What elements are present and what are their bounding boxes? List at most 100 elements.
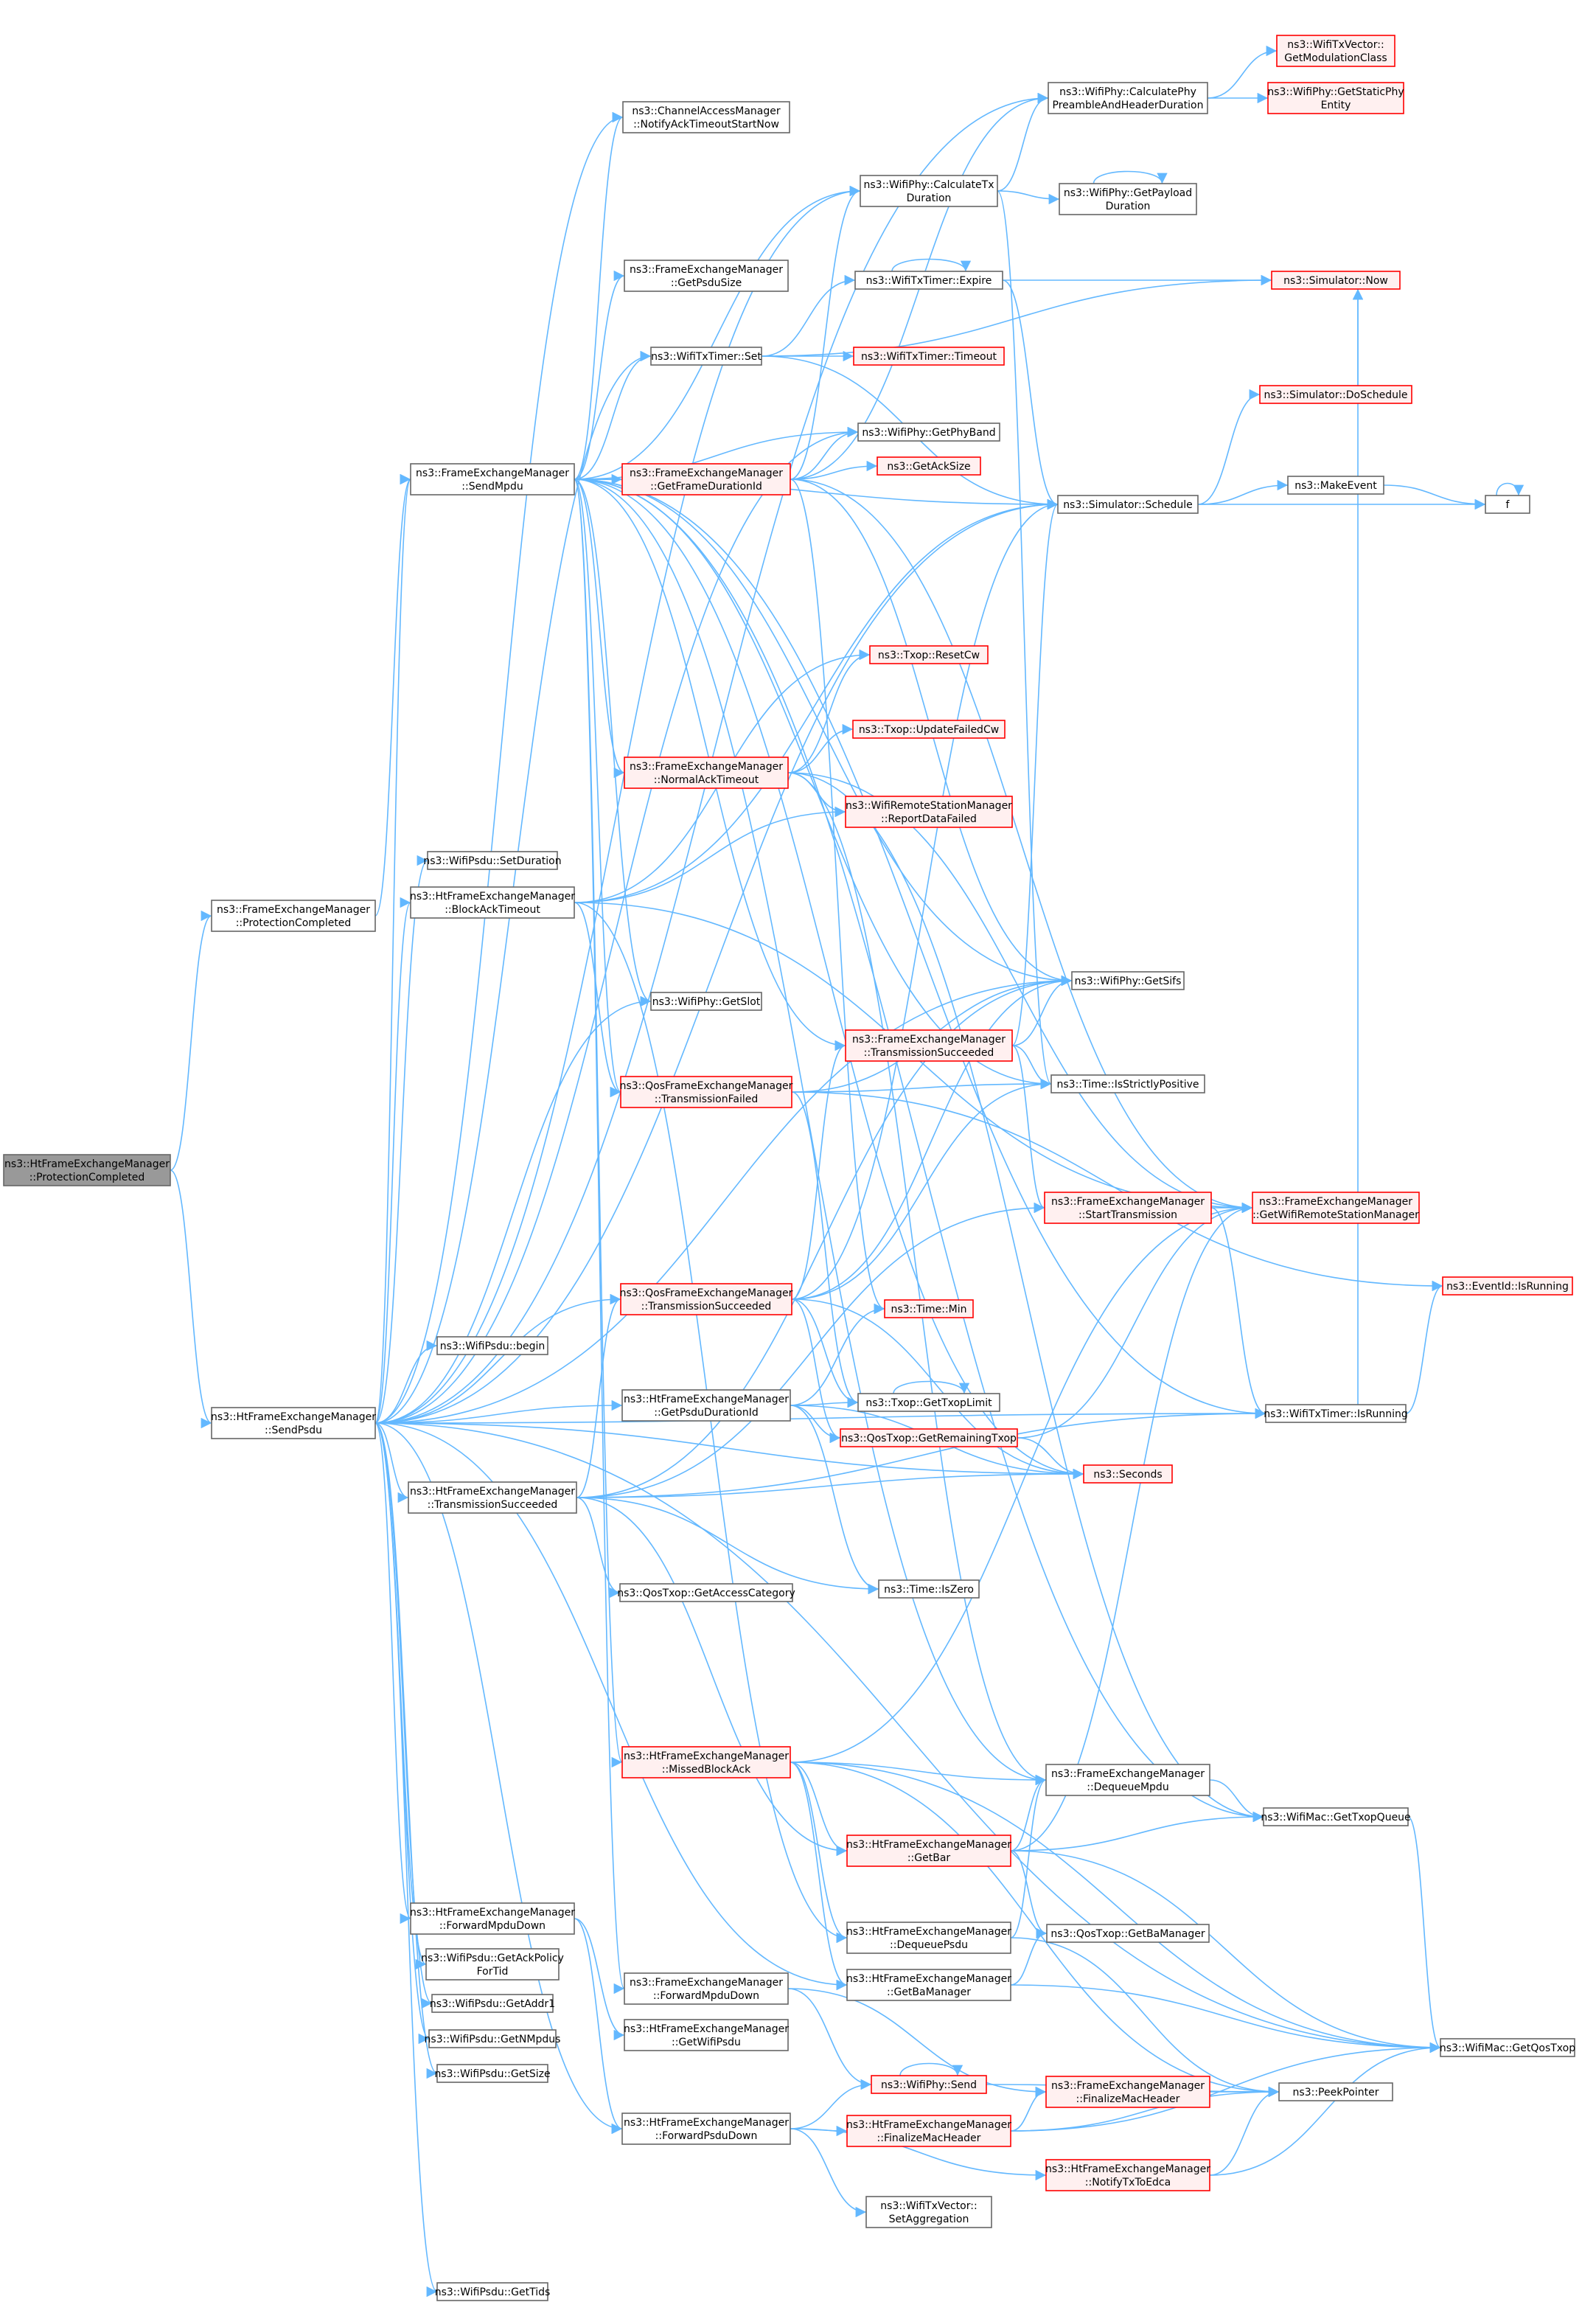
node-label: ns3::WifiTxVector::: [880, 2200, 977, 2212]
graph-node-fwdpsdudown[interactable]: ns3::HtFrameExchangeManager::ForwardPsdu…: [621, 2113, 791, 2145]
node-label: ::DequeueMpdu: [1087, 1781, 1168, 1793]
graph-node-ht-finalize[interactable]: ns3::HtFrameExchangeManager::FinalizeMac…: [846, 2115, 1011, 2147]
graph-node-dequeuempdu[interactable]: ns3::FrameExchangeManager::DequeueMpdu: [1045, 1764, 1210, 1796]
graph-node-mac-getqostxop[interactable]: ns3::WifiMac::GetQosTxop: [1440, 2038, 1575, 2057]
graph-node-getwifipsdu[interactable]: ns3::HtFrameExchangeManager::GetWifiPsdu: [624, 2019, 789, 2051]
graph-node-fwdmpdudown-fem[interactable]: ns3::FrameExchangeManager::ForwardMpduDo…: [624, 1972, 789, 2005]
node-label: ns3::HtFrameExchangeManager: [211, 1411, 376, 1423]
graph-node-ht-txsucc[interactable]: ns3::HtFrameExchangeManager::Transmissio…: [408, 1481, 577, 1514]
node-label: ns3::WifiPhy::CalculatePhy: [1059, 86, 1196, 98]
graph-node-txop-gettxoplimit[interactable]: ns3::Txop::GetTxopLimit: [857, 1393, 1000, 1412]
graph-node-time-iszero[interactable]: ns3::Time::IsZero: [878, 1579, 980, 1599]
graph-node-fem-finalize[interactable]: ns3::FrameExchangeManager::FinalizeMacHe…: [1045, 2076, 1210, 2108]
graph-node-getacksize[interactable]: ns3::GetAckSize: [877, 456, 981, 476]
node-label: ns3::Txop::UpdateFailedCw: [859, 724, 999, 736]
graph-node-reportdatafailed[interactable]: ns3::WifiRemoteStationManager::ReportDat…: [845, 796, 1013, 828]
graph-node-psdu-getaddr1[interactable]: ns3::WifiPsdu::GetAddr1: [430, 1994, 555, 2013]
graph-node-phy-getsifs[interactable]: ns3::WifiPhy::GetSifs: [1071, 971, 1185, 990]
graph-node-qostxop-getac[interactable]: ns3::QosTxop::GetAccessCategory: [617, 1583, 795, 1602]
graph-node-calcpreamble[interactable]: ns3::WifiPhy::CalculatePhyPreambleAndHea…: [1048, 82, 1208, 114]
node-label: ns3::QosFrameExchangeManager: [620, 1287, 793, 1299]
graph-node-psdu-getsize[interactable]: ns3::WifiPsdu::GetSize: [434, 2064, 551, 2083]
graph-node-starttransmission[interactable]: ns3::FrameExchangeManager::StartTransmis…: [1044, 1192, 1212, 1224]
graph-node-getpsdudurationid[interactable]: ns3::HtFrameExchangeManager::GetPsduDura…: [621, 1389, 791, 1422]
graph-node-peekpointer[interactable]: ns3::PeekPointer: [1278, 2082, 1393, 2101]
node-label: ns3::FrameExchangeManager: [1051, 1196, 1205, 1208]
graph-node-txtimer-expire[interactable]: ns3::WifiTxTimer::Expire: [854, 271, 1003, 290]
graph-node-settaggregation[interactable]: ns3::WifiTxVector::SetAggregation: [865, 2196, 992, 2228]
graph-node-protcomp-fem[interactable]: ns3::FrameExchangeManager::ProtectionCom…: [211, 900, 376, 932]
graph-node-sendmpdu[interactable]: ns3::FrameExchangeManager::SendMpdu: [410, 463, 575, 495]
graph-node-qostxop-getremaining[interactable]: ns3::QosTxop::GetRemainingTxop: [840, 1428, 1018, 1447]
graph-node-getframedurationid[interactable]: ns3::FrameExchangeManager::GetFrameDurat…: [621, 463, 791, 495]
graph-node-sim-doschedule[interactable]: ns3::Simulator::DoSchedule: [1259, 385, 1412, 404]
graph-node-fem-getpsdusize[interactable]: ns3::FrameExchangeManager::GetPsduSize: [624, 260, 789, 292]
graph-node-makeevent[interactable]: ns3::MakeEvent: [1287, 476, 1384, 495]
graph-node-getwifiremotestationmanager[interactable]: ns3::FrameExchangeManager::GetWifiRemote…: [1252, 1192, 1420, 1224]
node-box: [852, 720, 1006, 739]
graph-node-sendpsdu[interactable]: ns3::HtFrameExchangeManager::SendPsdu: [211, 1407, 376, 1439]
graph-node-txtimer-set[interactable]: ns3::WifiTxTimer::Set: [650, 347, 762, 366]
node-label: ::ReportDataFailed: [881, 813, 977, 825]
graph-node-notifytxtoedca[interactable]: ns3::HtFrameExchangeManager::NotifyTxToE…: [1045, 2159, 1210, 2191]
graph-node-txtimer-isrunning[interactable]: ns3::WifiTxTimer::IsRunning: [1264, 1404, 1408, 1423]
graph-node-phy-send[interactable]: ns3::WifiPhy::Send: [871, 2075, 987, 2094]
call-edge-fwdmpdudown-fem-to-fem-finalize: [787, 1988, 1047, 2098]
graph-node-seconds[interactable]: ns3::Seconds: [1083, 1464, 1173, 1484]
node-label: PreambleAndHeaderDuration: [1053, 100, 1204, 111]
graph-node-psdu-getnmpdus[interactable]: ns3::WifiPsdu::GetNMpdus: [425, 2029, 561, 2048]
call-edge-notifytxtoedca-to-mac-getqostxop: [1209, 2042, 1441, 2176]
node-label: ns3::FrameExchangeManager: [217, 904, 370, 916]
graph-node-phy-getphyband[interactable]: ns3::WifiPhy::GetPhyBand: [857, 423, 1000, 442]
call-edge-sendmpdu-to-phy-getslot: [574, 479, 652, 1007]
graph-node-cam-notifyack[interactable]: ns3::ChannelAccessManager::NotifyAckTime…: [622, 101, 790, 133]
graph-node-ht-getbamanager[interactable]: ns3::HtFrameExchangeManager::GetBaManage…: [846, 1969, 1011, 2001]
graph-node-getmodulationclass[interactable]: ns3::WifiTxVector::GetModulationClass: [1276, 35, 1395, 67]
graph-node-protcomp-ht[interactable]: ns3::HtFrameExchangeManager::ProtectionC…: [3, 1154, 171, 1186]
graph-node-time-isstrictlypositive[interactable]: ns3::Time::IsStrictlyPositive: [1050, 1074, 1205, 1093]
graph-node-psdu-begin[interactable]: ns3::WifiPsdu::begin: [436, 1336, 548, 1355]
call-edge-qos-txsucc-to-txop-gettxoplimit: [791, 1298, 859, 1408]
node-box: [1278, 2082, 1393, 2101]
graph-node-time-min[interactable]: ns3::Time::Min: [884, 1299, 974, 1318]
graph-node-sim-schedule[interactable]: ns3::Simulator::Schedule: [1057, 495, 1199, 514]
graph-node-blockacktimeout[interactable]: ns3::HtFrameExchangeManager::BlockAckTim…: [410, 886, 575, 919]
graph-node-dequeuepsdu[interactable]: ns3::HtFrameExchangeManager::DequeuePsdu: [846, 1922, 1011, 1954]
node-label: ns3::QosTxop::GetRemainingTxop: [841, 1433, 1017, 1444]
graph-node-txop-resetcw[interactable]: ns3::Txop::ResetCw: [869, 645, 989, 664]
node-label: ns3::QosTxop::GetAccessCategory: [617, 1588, 795, 1599]
node-box: [1045, 2076, 1210, 2108]
graph-node-qos-txfailed[interactable]: ns3::QosFrameExchangeManager::Transmissi…: [620, 1076, 793, 1108]
call-edge-sendmpdu-to-missedblockack: [574, 479, 623, 1767]
graph-node-qos-txsucc[interactable]: ns3::QosFrameExchangeManager::Transmissi…: [620, 1283, 793, 1315]
node-label: ns3::WifiPsdu::GetAddr1: [430, 1998, 555, 2010]
call-edge-txtimer-set-to-txtimer-expire: [761, 274, 856, 357]
graph-node-psdu-gettids[interactable]: ns3::WifiPsdu::GetTids: [435, 2282, 551, 2301]
call-edge-missedblockack-to-dequeuepsdu: [790, 1762, 848, 1944]
graph-node-fwdmpdudown-ht[interactable]: ns3::HtFrameExchangeManager::ForwardMpdu…: [410, 1902, 575, 1935]
graph-node-eventid-isrunning[interactable]: ns3::EventId::IsRunning: [1442, 1276, 1573, 1296]
graph-node-normalacktimeout[interactable]: ns3::FrameExchangeManager::NormalAckTime…: [624, 757, 789, 789]
graph-node-txtimer-timeout[interactable]: ns3::WifiTxTimer::Timeout: [853, 347, 1005, 366]
graph-node-phy-getslot[interactable]: ns3::WifiPhy::GetSlot: [650, 992, 762, 1011]
graph-node-getbar[interactable]: ns3::HtFrameExchangeManager::GetBar: [846, 1835, 1011, 1867]
graph-node-fem-txsucc[interactable]: ns3::FrameExchangeManager::TransmissionS…: [845, 1029, 1013, 1062]
node-label: ::GetWifiRemoteStationManager: [1252, 1209, 1419, 1221]
call-edge-protcomp-ht-to-sendpsdu: [170, 1169, 212, 1429]
call-edge-normalacktimeout-to-getwifiremotestationmanager: [787, 772, 1253, 1214]
call-edge-normalacktimeout-to-dequeuempdu: [787, 772, 1047, 1786]
graph-node-psdu-setduration[interactable]: ns3::WifiPsdu::SetDuration: [423, 851, 562, 870]
graph-node-txop-updatefailedcw[interactable]: ns3::Txop::UpdateFailedCw: [852, 720, 1006, 739]
graph-node-qostxop-getbamanager[interactable]: ns3::QosTxop::GetBaManager: [1046, 1924, 1210, 1943]
node-label: ns3::Simulator::Schedule: [1063, 499, 1193, 511]
graph-node-mac-gettxopqueue[interactable]: ns3::WifiMac::GetTxopQueue: [1261, 1807, 1411, 1826]
graph-node-sim-now[interactable]: ns3::Simulator::Now: [1271, 271, 1401, 290]
call-edge-starttransmission-to-txtimer-isrunning: [1210, 1207, 1266, 1419]
graph-node-f[interactable]: f: [1485, 495, 1530, 514]
call-edge-sendpsdu-to-ht-txsucc: [374, 1422, 409, 1503]
graph-node-missedblockack[interactable]: ns3::HtFrameExchangeManager::MissedBlock…: [621, 1746, 791, 1778]
